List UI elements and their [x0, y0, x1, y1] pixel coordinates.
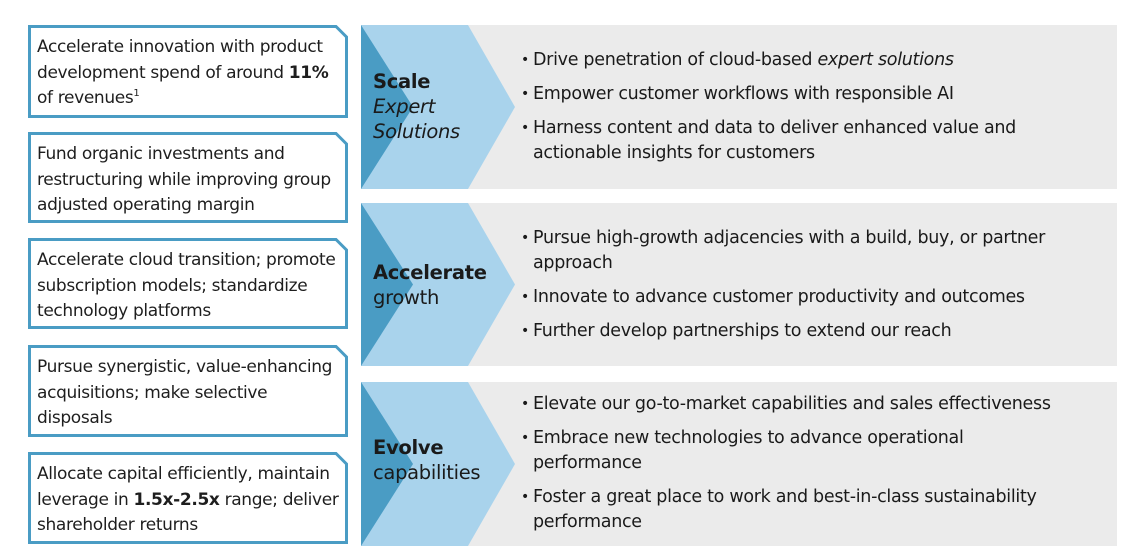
- pillar-title: Accelerate: [373, 261, 487, 284]
- pillar-label: Accelerate growth: [373, 260, 487, 310]
- chevron-arrow-icon: [361, 25, 515, 189]
- text-run: Fund organic investments and restructuri…: [37, 144, 331, 215]
- pillar-bullets: Drive penetration of cloud-based expert …: [521, 48, 1111, 175]
- text-run: Further develop partnerships to extend o…: [533, 321, 952, 341]
- text-run: Pursue high-growth adjacencies with a bu…: [533, 228, 1046, 273]
- bullet-item: Pursue high-growth adjacencies with a bu…: [521, 226, 1108, 276]
- pillar-row-evolve: Evolve capabilities Elevate our go-to-ma…: [361, 382, 1117, 546]
- box-frame: [28, 238, 348, 329]
- text-run: of revenues: [37, 88, 134, 108]
- text-run: Harness content and data to deliver enha…: [533, 118, 1016, 163]
- box-frame: [28, 132, 348, 223]
- priority-text: Pursue synergistic, value-enhancing acqu…: [37, 355, 340, 432]
- bullet-item: Embrace new technologies to advance oper…: [521, 426, 1073, 476]
- text-run: Embrace new technologies to advance oper…: [533, 428, 964, 473]
- pillar-label: Evolve capabilities: [373, 435, 481, 485]
- text-run: Innovate to advance customer productivit…: [533, 287, 1025, 307]
- text-run: 1: [133, 88, 140, 99]
- chevron-body: [361, 382, 515, 546]
- priority-box-cloud-transition: Accelerate cloud transition; promote sub…: [28, 238, 348, 329]
- pillar-subtitle: capabilities: [373, 461, 481, 484]
- priority-text: Fund organic investments and restructuri…: [37, 142, 340, 219]
- bullet-item: Harness content and data to deliver enha…: [521, 116, 1093, 166]
- pillar-bullets: Pursue high-growth adjacencies with a bu…: [521, 226, 1111, 353]
- bullet-item: Further develop partnerships to extend o…: [521, 319, 1111, 344]
- priority-text: Allocate capital efficiently, maintain l…: [37, 462, 340, 539]
- bullet-item: Drive penetration of cloud-based expert …: [521, 48, 1111, 73]
- text-run: Empower customer workflows with responsi…: [533, 84, 954, 104]
- text-run: range; deliver shareholder returns: [37, 489, 339, 536]
- text-run: Accelerate innovation with product devel…: [37, 37, 323, 83]
- text-run: 1.5x-2.5x: [133, 489, 220, 510]
- bullet-item: Elevate our go-to-market capabilities an…: [521, 392, 1133, 417]
- priority-box-organic-investments: Fund organic investments and restructuri…: [28, 132, 348, 223]
- chevron-body: [361, 203, 515, 366]
- text-run: 11%: [288, 62, 329, 83]
- priority-text: Accelerate innovation with product devel…: [37, 35, 340, 112]
- pillar-label: Scale Expert Solutions: [373, 69, 473, 144]
- chevron-accent-triangle: [361, 382, 413, 546]
- priority-box-innovation: Accelerate innovation with product devel…: [28, 25, 348, 118]
- pillar-subtitle: Expert Solutions: [373, 95, 460, 143]
- bullet-item: Foster a great place to work and best-in…: [521, 485, 1133, 535]
- priority-text: Accelerate cloud transition; promote sub…: [37, 248, 340, 325]
- pillar-subtitle: growth: [373, 286, 440, 309]
- pillar-row-accelerate: Accelerate growth Pursue high-growth adj…: [361, 203, 1117, 366]
- text-run: Foster a great place to work and best-in…: [533, 487, 1037, 532]
- text-run: Drive penetration of cloud-based: [533, 50, 818, 70]
- pillar-title: Evolve: [373, 436, 444, 459]
- pillar-bullets: Elevate our go-to-market capabilities an…: [521, 392, 1111, 544]
- text-run: Accelerate cloud transition; promote sub…: [37, 250, 336, 321]
- priority-box-capital-allocation: Allocate capital efficiently, maintain l…: [28, 452, 348, 544]
- priority-box-acquisitions: Pursue synergistic, value-enhancing acqu…: [28, 345, 348, 437]
- chevron-accent-triangle: [361, 203, 413, 366]
- pillar-row-scale: Scale Expert Solutions Drive penetration…: [361, 25, 1117, 189]
- box-frame: [28, 452, 348, 544]
- box-frame: [28, 25, 348, 118]
- chevron-body: [361, 25, 515, 189]
- chevron-arrow-icon: [361, 203, 515, 366]
- text-run: Pursue synergistic, value-enhancing acqu…: [37, 357, 333, 428]
- text-run: expert solutions: [817, 50, 954, 70]
- box-frame: [28, 345, 348, 437]
- text-run: Elevate our go-to-market capabilities an…: [533, 394, 1051, 414]
- text-run: Allocate capital efficiently, maintain l…: [37, 464, 330, 510]
- pillar-title: Scale: [373, 70, 431, 93]
- bullet-item: Innovate to advance customer productivit…: [521, 285, 1111, 310]
- chevron-accent-triangle: [361, 25, 413, 189]
- chevron-arrow-icon: [361, 382, 515, 546]
- bullet-item: Empower customer workflows with responsi…: [521, 82, 1111, 107]
